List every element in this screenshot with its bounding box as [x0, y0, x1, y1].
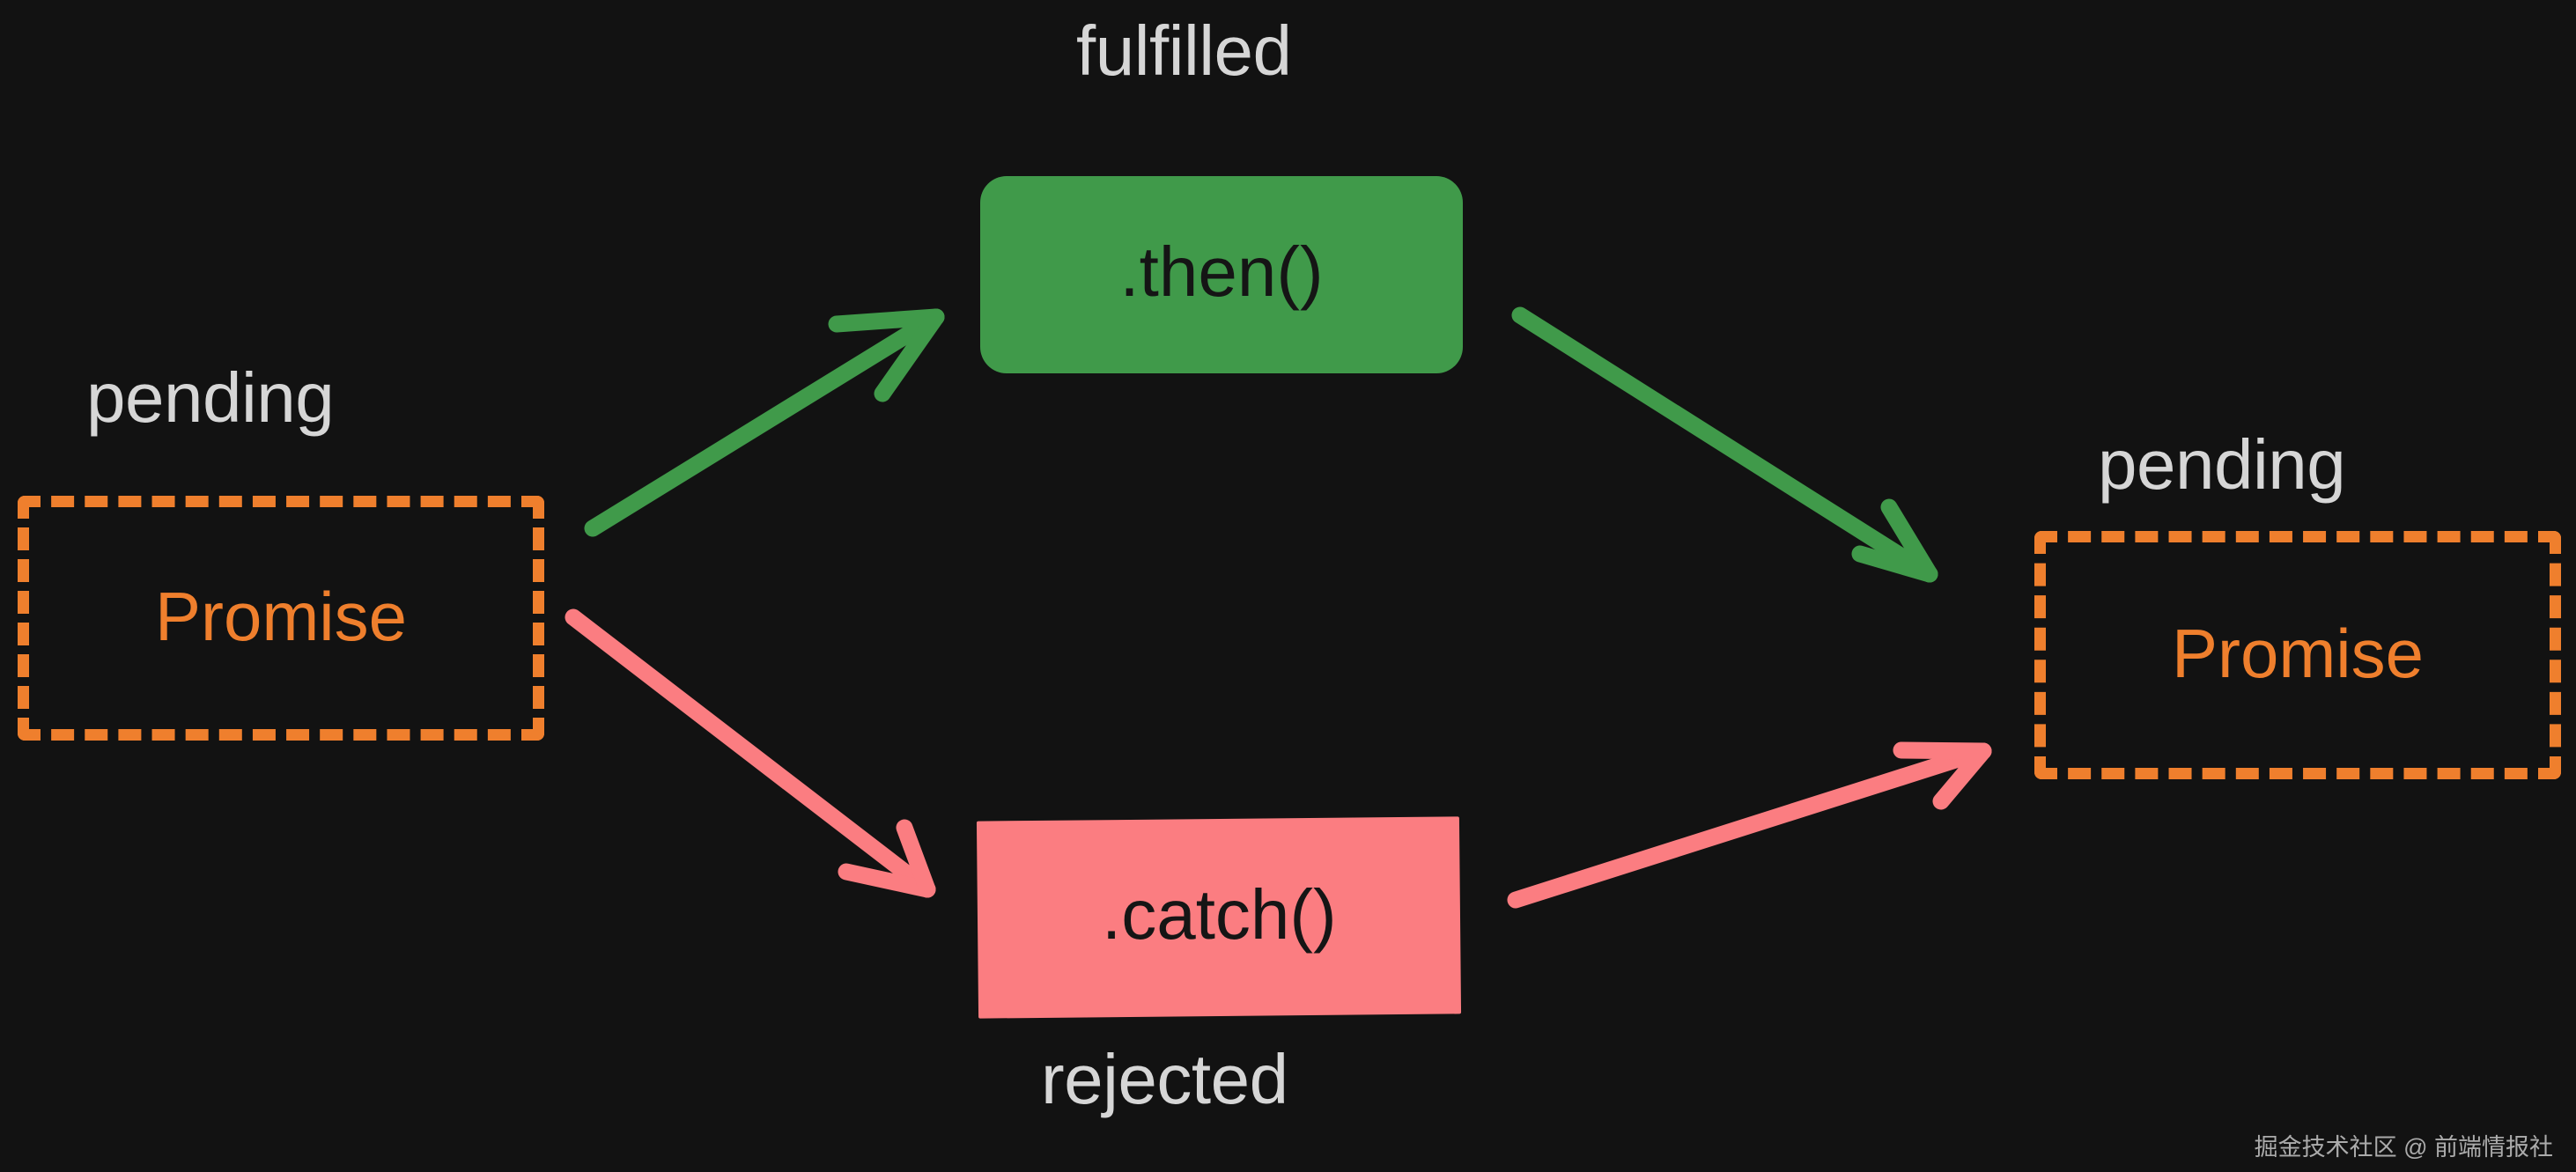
arrow-catch-to-promise	[1507, 741, 1992, 909]
node-promise-returned: Promise	[2034, 531, 2561, 779]
node-catch-handler: .catch()	[976, 816, 1462, 1019]
state-label-pending-left: pending	[86, 358, 335, 437]
state-label-pending-right: pending	[2098, 425, 2346, 504]
node-promise-initial-label: Promise	[154, 578, 408, 655]
arrow-promise-to-then	[584, 308, 945, 537]
state-label-rejected: rejected	[1041, 1040, 1288, 1118]
state-label-fulfilled: fulfilled	[1076, 11, 1292, 90]
node-then-handler: .then()	[980, 176, 1463, 373]
node-promise-initial: Promise	[18, 496, 544, 741]
node-catch-handler-label: .catch()	[1101, 875, 1337, 955]
node-promise-returned-label: Promise	[2171, 615, 2425, 692]
node-then-handler-label: .then()	[1119, 232, 1324, 311]
arrow-then-to-promise	[1511, 306, 1938, 583]
arrow-promise-to-catch	[565, 608, 936, 898]
watermark-text: 掘金技术社区 @ 前端情报社	[2254, 1134, 2553, 1161]
